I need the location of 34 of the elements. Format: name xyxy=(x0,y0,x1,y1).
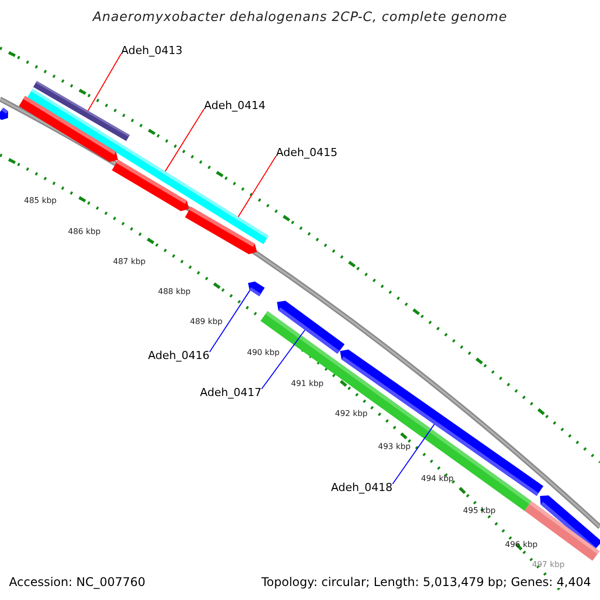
gene-label: Adeh_0415 xyxy=(276,147,338,158)
scale-label: 487 kbp xyxy=(113,258,146,266)
scale-label: 489 kbp xyxy=(190,318,223,326)
gene-feature xyxy=(524,501,600,561)
scale-label: 492 kbp xyxy=(335,410,368,418)
footer-text: Accession: NC_007760 xyxy=(9,576,146,588)
gene-feature xyxy=(18,96,118,162)
leader-line xyxy=(88,54,122,112)
gene-label: Adeh_0414 xyxy=(204,100,266,111)
leader-line xyxy=(238,156,276,218)
scale-label: 491 kbp xyxy=(291,380,324,388)
gene-feature xyxy=(112,160,189,212)
gene-label: Adeh_0413 xyxy=(121,45,183,56)
leader-line xyxy=(392,424,435,484)
gene-label: Adeh_0416 xyxy=(148,350,210,361)
scale-label: 496 kbp xyxy=(505,541,538,549)
leader-line xyxy=(164,108,204,172)
scale-label: 497 kbp xyxy=(532,561,565,569)
scale-label: 493 kbp xyxy=(378,443,411,451)
gene-feature xyxy=(248,282,265,296)
leader-line xyxy=(209,290,250,352)
gene-feature xyxy=(185,206,257,254)
gene-label: Adeh_0417 xyxy=(200,387,262,398)
gene-label: Adeh_0418 xyxy=(331,482,393,493)
scale-label: 490 kbp xyxy=(247,349,280,357)
scale-label: 485 kbp xyxy=(24,197,57,205)
leader-line xyxy=(261,330,306,390)
title: Anaeromyxobacter dehalogenans 2CP-C, complete genome xyxy=(91,11,508,24)
scale-label: 495 kbp xyxy=(463,507,496,515)
footer-text: Topology: circular; Length: 5,013,479 bp; Genes: 4,404 xyxy=(261,576,591,588)
scale-label: 488 kbp xyxy=(158,288,191,296)
gene-feature xyxy=(0,108,8,120)
scale-label: 494 kbp xyxy=(421,475,454,483)
scale-label: 486 kbp xyxy=(68,228,101,236)
